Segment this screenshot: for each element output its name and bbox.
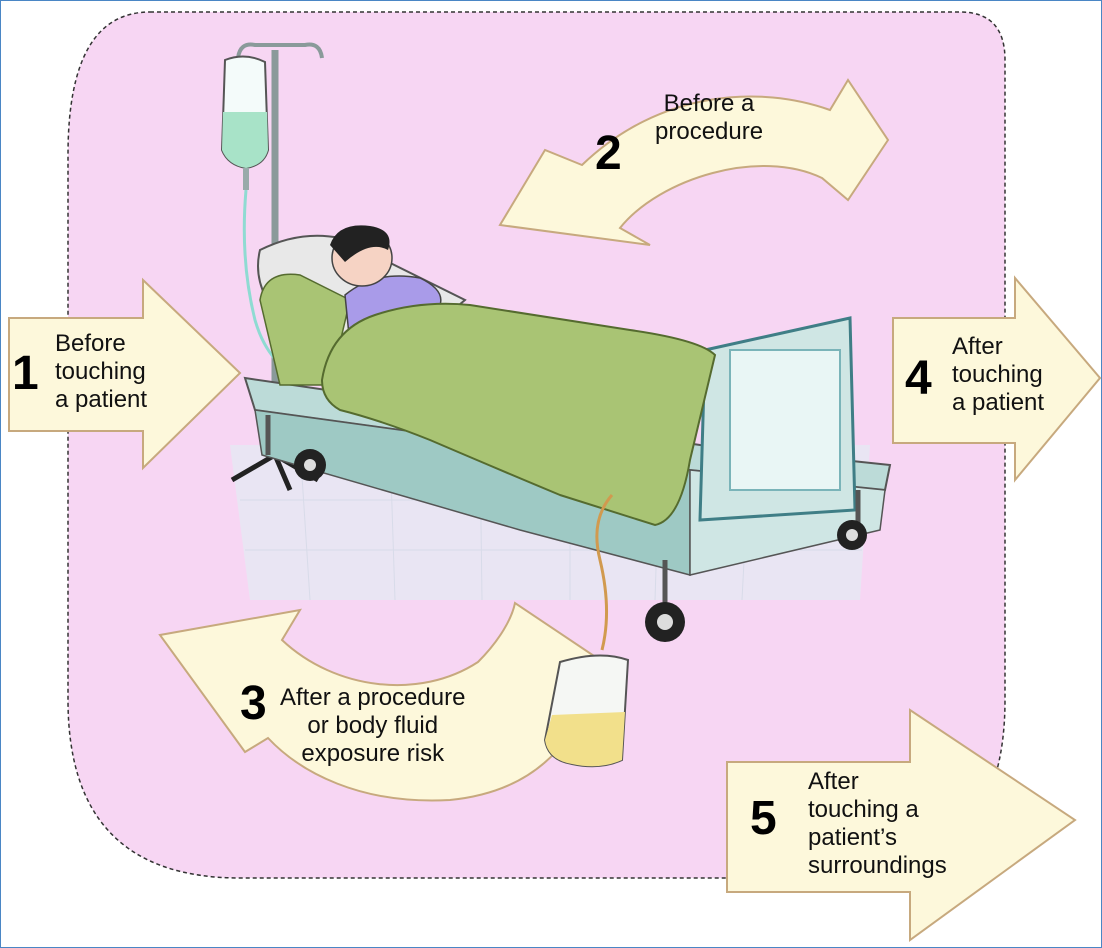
moment-3-number: 3 [240,680,267,728]
moment-5-label: After touching a patient’s surroundings [808,768,947,880]
moment-5-number: 5 [750,795,777,843]
moment-2-label: Before a procedure [655,90,763,146]
moment-4-label: After touching a patient [952,333,1044,417]
moment-1-number: 1 [12,350,39,398]
drain-bag [545,655,628,766]
moment-4-number: 4 [905,355,932,403]
moment-2-number: 2 [595,130,622,178]
moment-1-label: Before touching a patient [55,330,147,414]
moment-3-label: After a procedure or body fluid exposure… [280,684,465,768]
